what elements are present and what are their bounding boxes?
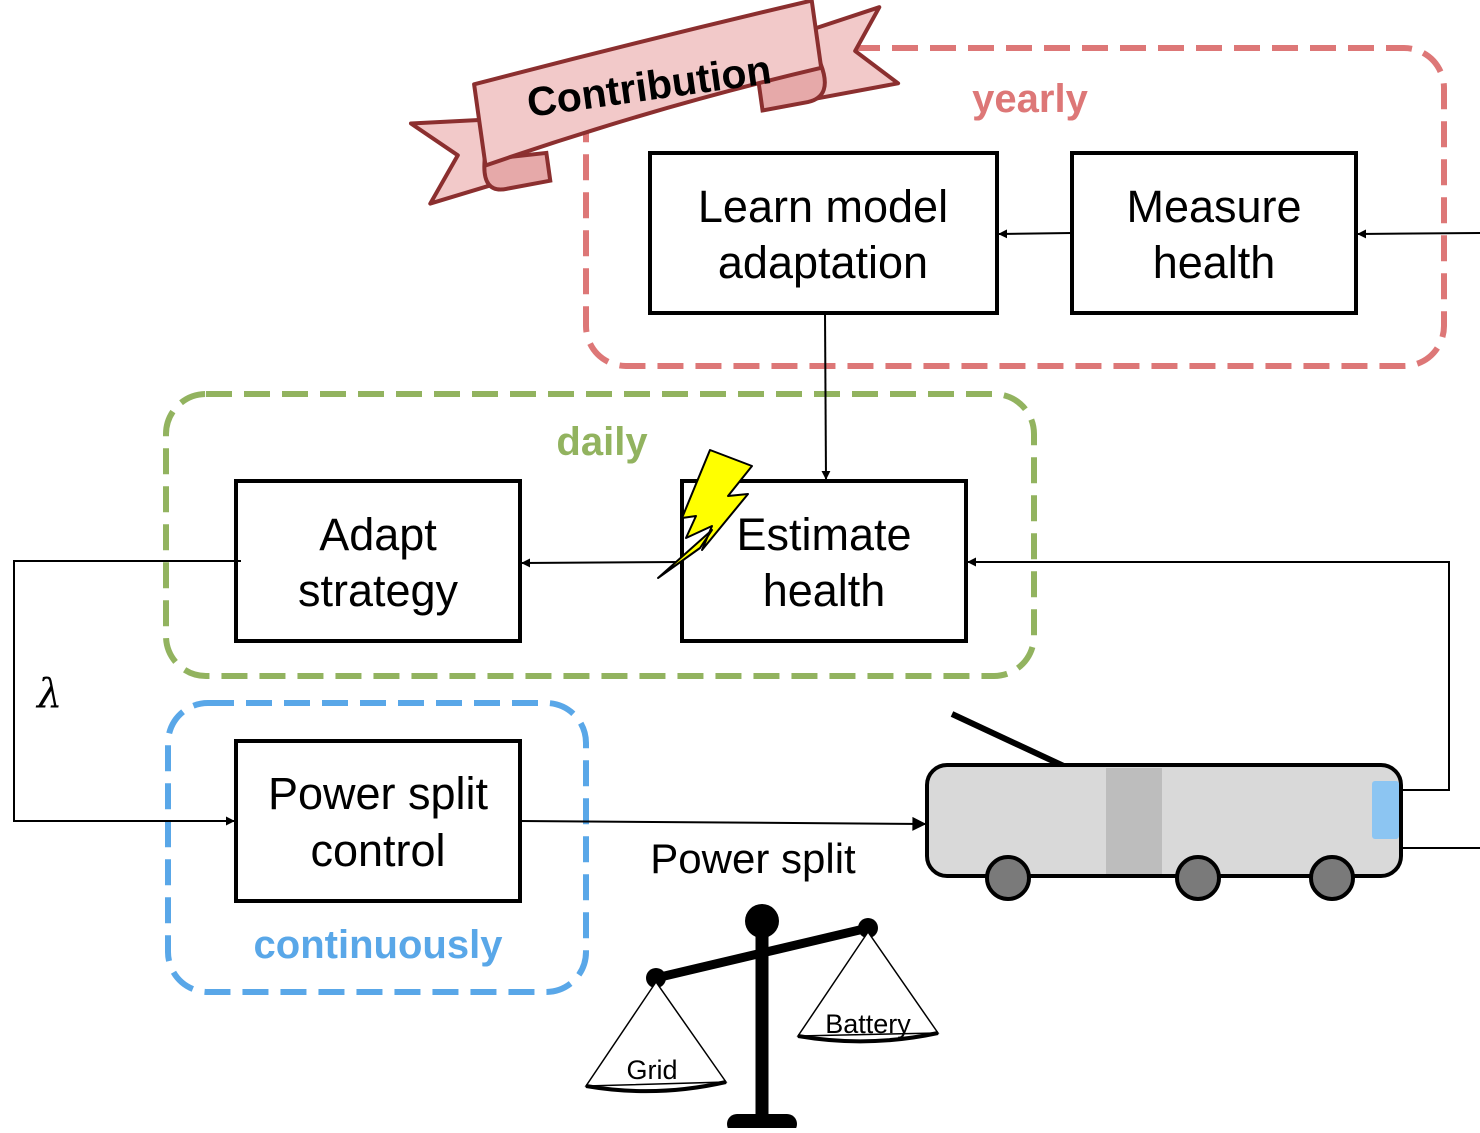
learn-model-line2: adaptation [718, 237, 928, 288]
ribbon-right-fold [756, 61, 827, 113]
learn-model-line1: Learn model [698, 181, 948, 232]
measure-health-line1: Measure [1126, 181, 1301, 232]
bus-stripe [1106, 768, 1162, 874]
power-split-control-box: Power split control [234, 739, 522, 903]
measure-health-box: Measure health [1070, 151, 1358, 315]
arrow-into-measure-health [1357, 229, 1480, 239]
arrow-power-split-to-bus [519, 816, 927, 831]
scale-left-pan-label: Grid [626, 1055, 677, 1085]
adapt-strategy-line2: strategy [298, 565, 459, 616]
continuously-group-label: continuously [254, 923, 504, 967]
adapt-strategy-line1: Adapt [319, 509, 437, 560]
scale-left-pan-strings [584, 980, 728, 1087]
estimate-health-box: Estimate health [680, 479, 968, 643]
arrow-estimate-to-adapt [521, 558, 683, 568]
scale-right-pan [797, 1031, 939, 1044]
trolley-pole [950, 711, 1070, 771]
learn-model-adaptation-box: Learn model adaptation [648, 151, 999, 315]
scale-right-pivot [858, 918, 878, 938]
bus-body [925, 763, 1403, 878]
arrow-bus-to-estimate [967, 557, 1450, 791]
bus-wheel-front [985, 855, 1031, 901]
balance-scale-icon: Grid Battery [584, 904, 940, 1133]
continuously-group-frame [165, 700, 589, 995]
power-split-control-line2: control [310, 825, 445, 876]
scale-right-pan-strings [796, 930, 940, 1037]
estimate-health-line1: Estimate [736, 509, 911, 560]
scale-right-pan-label: Battery [825, 1009, 911, 1039]
yearly-group-frame [583, 45, 1447, 369]
scale-left-pivot [646, 968, 666, 988]
power-split-control-line1: Power split [268, 768, 489, 819]
arrow-learn-to-estimate [821, 312, 831, 480]
power-split-label: Power split [650, 835, 856, 882]
bus-wheel-rear [1309, 855, 1355, 901]
trolleybus-icon [925, 711, 1403, 901]
bus-wheel-middle [1175, 855, 1221, 901]
yearly-group-label: yearly [972, 77, 1088, 121]
lightning-bolt-tail [657, 529, 713, 579]
daily-group-label: daily [556, 420, 648, 464]
daily-group-frame [163, 391, 1037, 679]
measure-health-line2: health [1153, 237, 1276, 288]
arrow-lambda-to-power-split [13, 560, 241, 826]
bus-battery-window [1372, 781, 1399, 839]
scale-left-pan [585, 1080, 727, 1094]
lambda-symbol: λ [35, 671, 62, 717]
arrow-measure-to-learn [998, 229, 1073, 239]
scale-base [727, 1114, 797, 1133]
scale-top-knob [745, 904, 779, 938]
estimate-health-line2: health [763, 565, 886, 616]
adapt-strategy-box: Adapt strategy [234, 479, 522, 643]
ribbon-main-band [472, 0, 824, 168]
scale-beam [654, 923, 870, 983]
